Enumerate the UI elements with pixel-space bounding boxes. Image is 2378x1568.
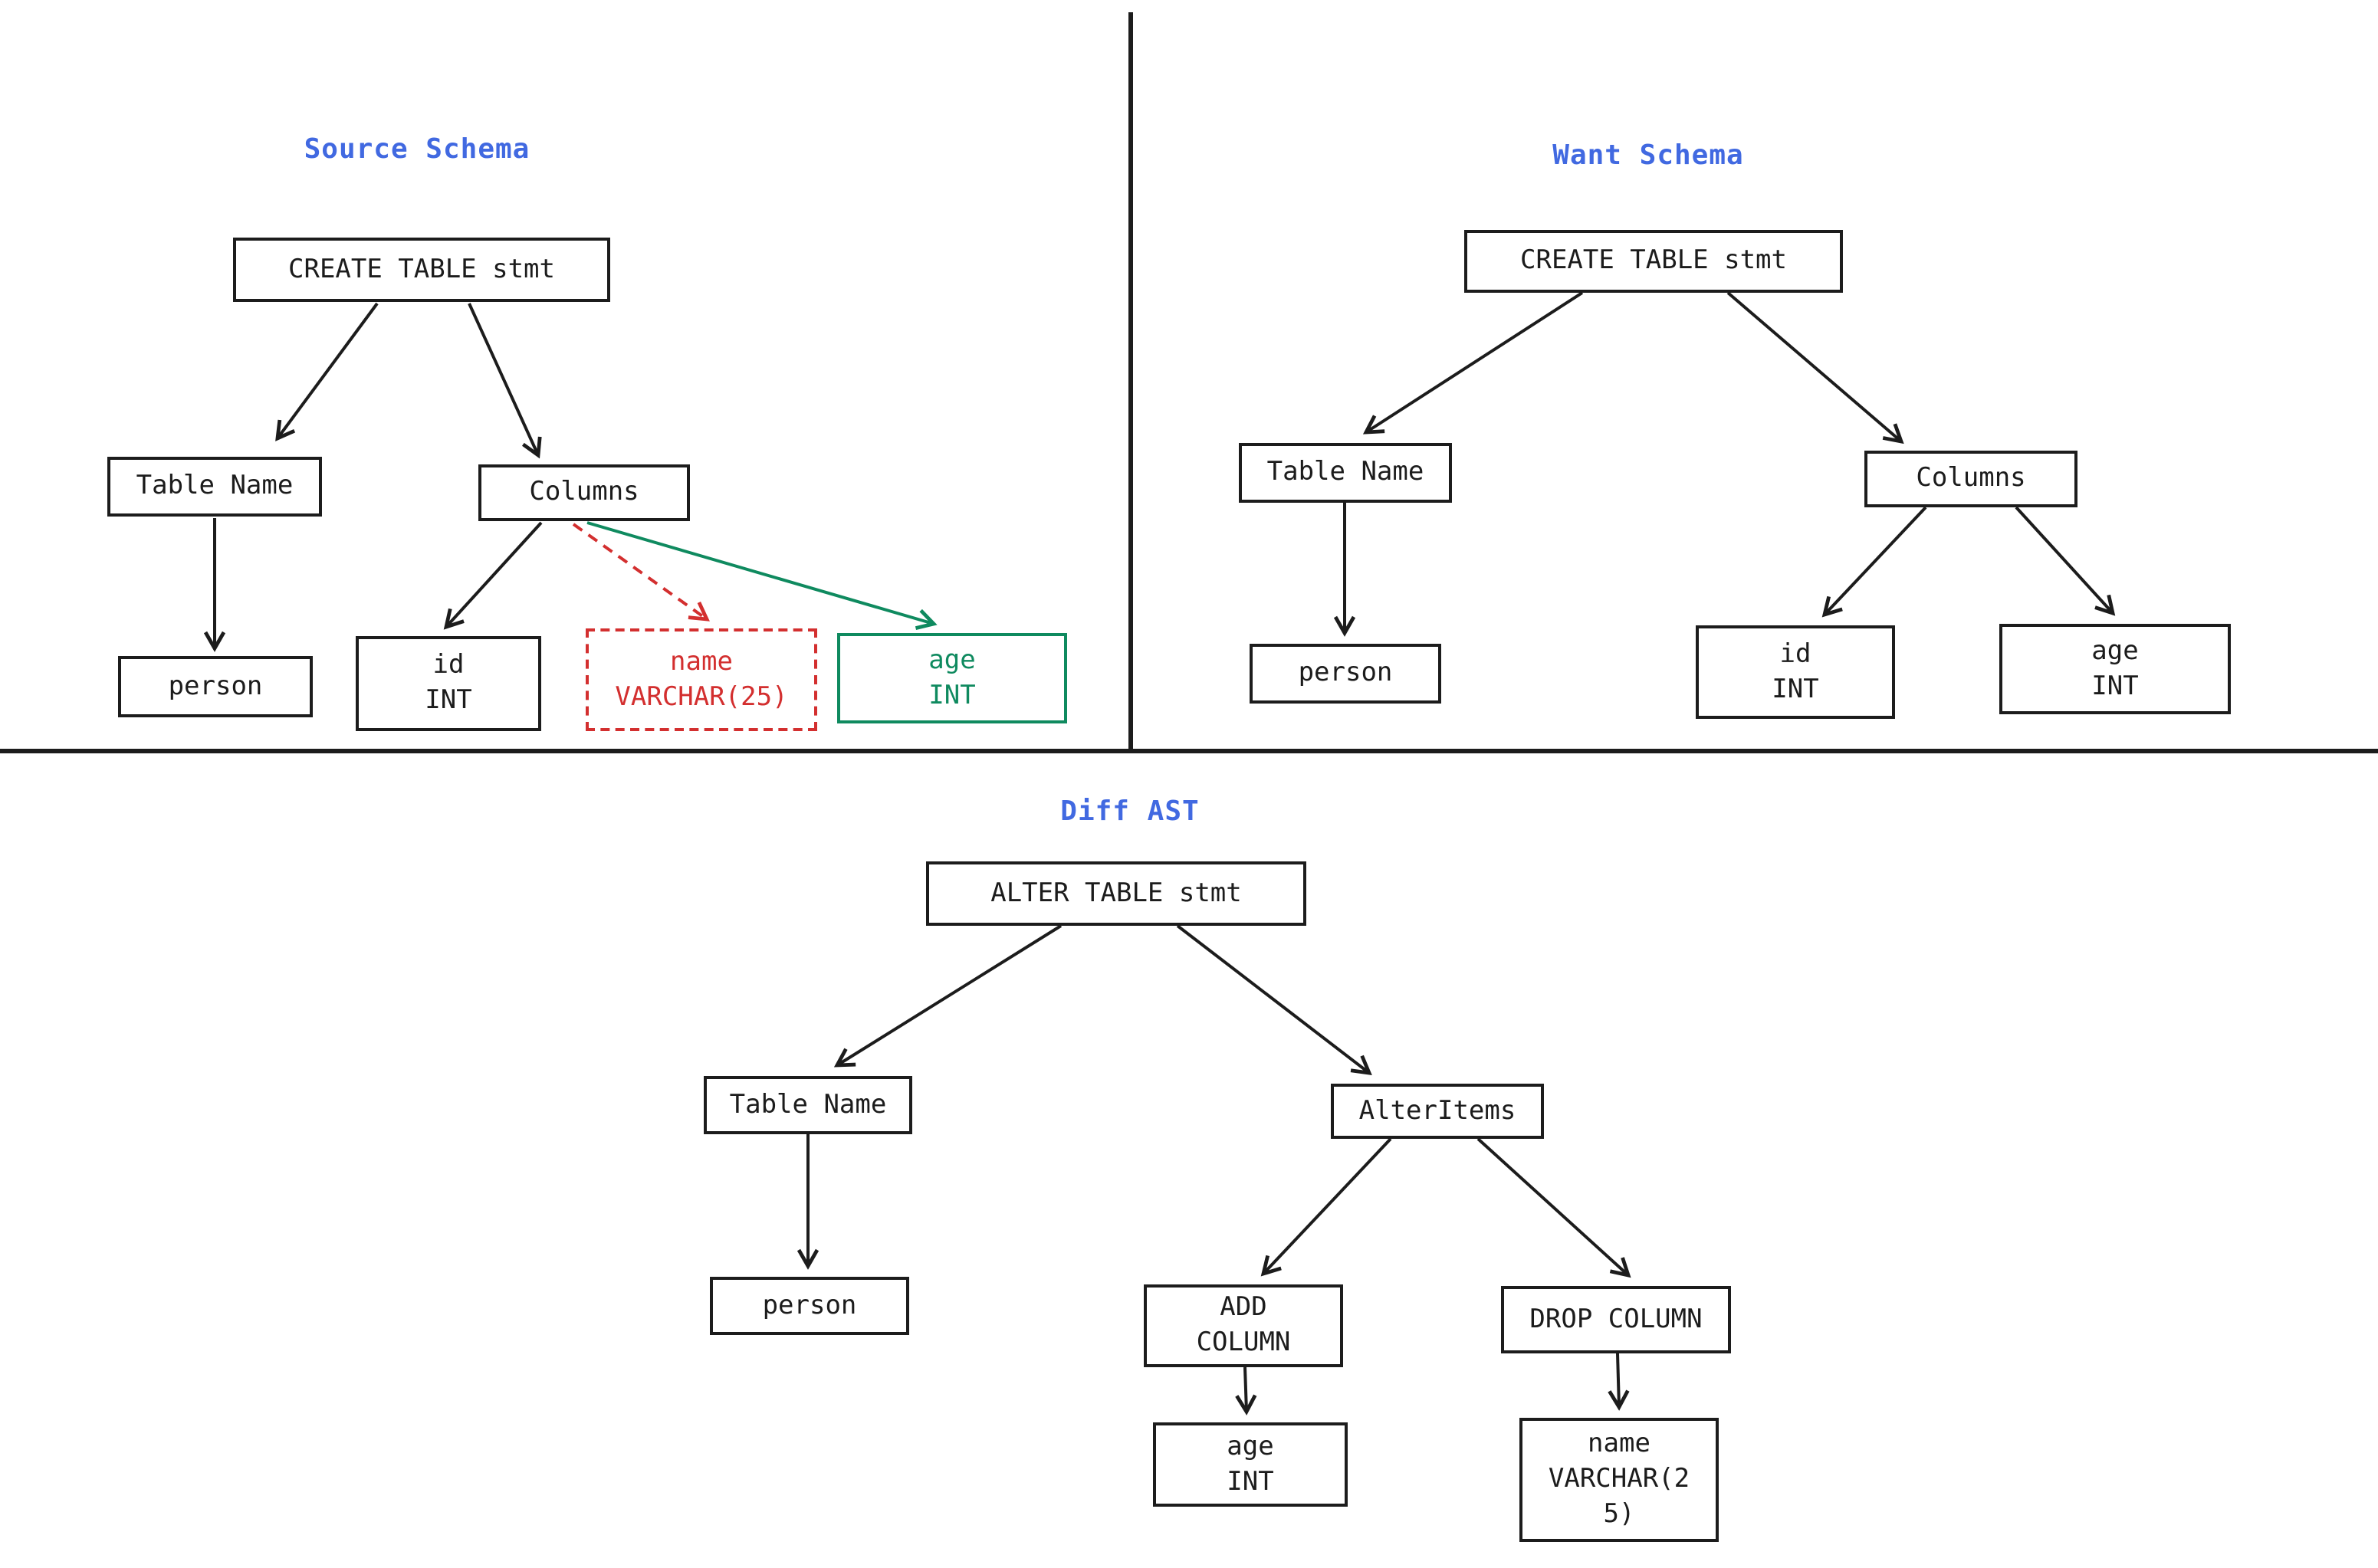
diff-age-int-node: age INT xyxy=(1153,1422,1348,1507)
want-create-table-stmt-node: CREATE TABLE stmt xyxy=(1464,230,1843,293)
want-id-int-node: id INT xyxy=(1696,625,1895,719)
diff-alter-table-stmt-node: ALTER TABLE stmt xyxy=(926,861,1306,926)
want-columns-node: Columns xyxy=(1864,451,2077,507)
want-schema-title: Want Schema xyxy=(1552,139,1744,172)
edge-diff-alter-to-table-name xyxy=(833,924,1063,1068)
edge-source-columns-to-id xyxy=(443,521,543,630)
source-person-node: person xyxy=(118,656,313,717)
edge-diff-add-column-to-age xyxy=(1235,1366,1257,1415)
diff-table-name-node: Table Name xyxy=(704,1076,912,1134)
edge-source-create-to-table-name xyxy=(275,302,379,441)
diff-person-node: person xyxy=(710,1277,909,1335)
edge-source-create-to-columns xyxy=(468,303,542,459)
edge-diff-alteritems-to-add-column xyxy=(1260,1137,1392,1277)
want-age-int-node: age INT xyxy=(1999,624,2231,714)
diff-ast-title: Diff AST xyxy=(1060,795,1200,828)
edge-source-columns-to-age-added xyxy=(586,521,938,630)
source-columns-node: Columns xyxy=(478,464,690,521)
source-id-int-node: id INT xyxy=(356,636,541,731)
source-create-table-stmt-node: CREATE TABLE stmt xyxy=(233,238,610,302)
source-name-varchar-node-removed: name VARCHAR(25) xyxy=(586,628,817,731)
want-table-name-node: Table Name xyxy=(1239,443,1452,503)
edge-diff-alter-to-alteritems xyxy=(1176,924,1372,1075)
diff-drop-column-node: DROP COLUMN xyxy=(1501,1286,1731,1353)
edge-source-columns-to-name-removed xyxy=(572,523,710,622)
source-schema-title: Source Schema xyxy=(304,133,530,166)
edge-want-columns-to-age xyxy=(2015,506,2116,616)
diff-add-column-node: ADD COLUMN xyxy=(1144,1284,1343,1367)
edge-want-create-to-table-name xyxy=(1362,291,1584,435)
edge-want-create-to-columns xyxy=(1726,291,1904,444)
edge-want-columns-to-id xyxy=(1821,506,1927,618)
source-age-int-node-added: age INT xyxy=(837,633,1067,723)
source-table-name-node: Table Name xyxy=(107,457,322,517)
diff-alteritems-node: AlterItems xyxy=(1331,1084,1544,1139)
want-person-node: person xyxy=(1250,644,1441,704)
edge-diff-alteritems-to-drop-column xyxy=(1476,1137,1631,1278)
diff-name-varchar-node: name VARCHAR(2 5) xyxy=(1519,1418,1719,1542)
edge-diff-drop-column-to-name xyxy=(1608,1353,1630,1411)
